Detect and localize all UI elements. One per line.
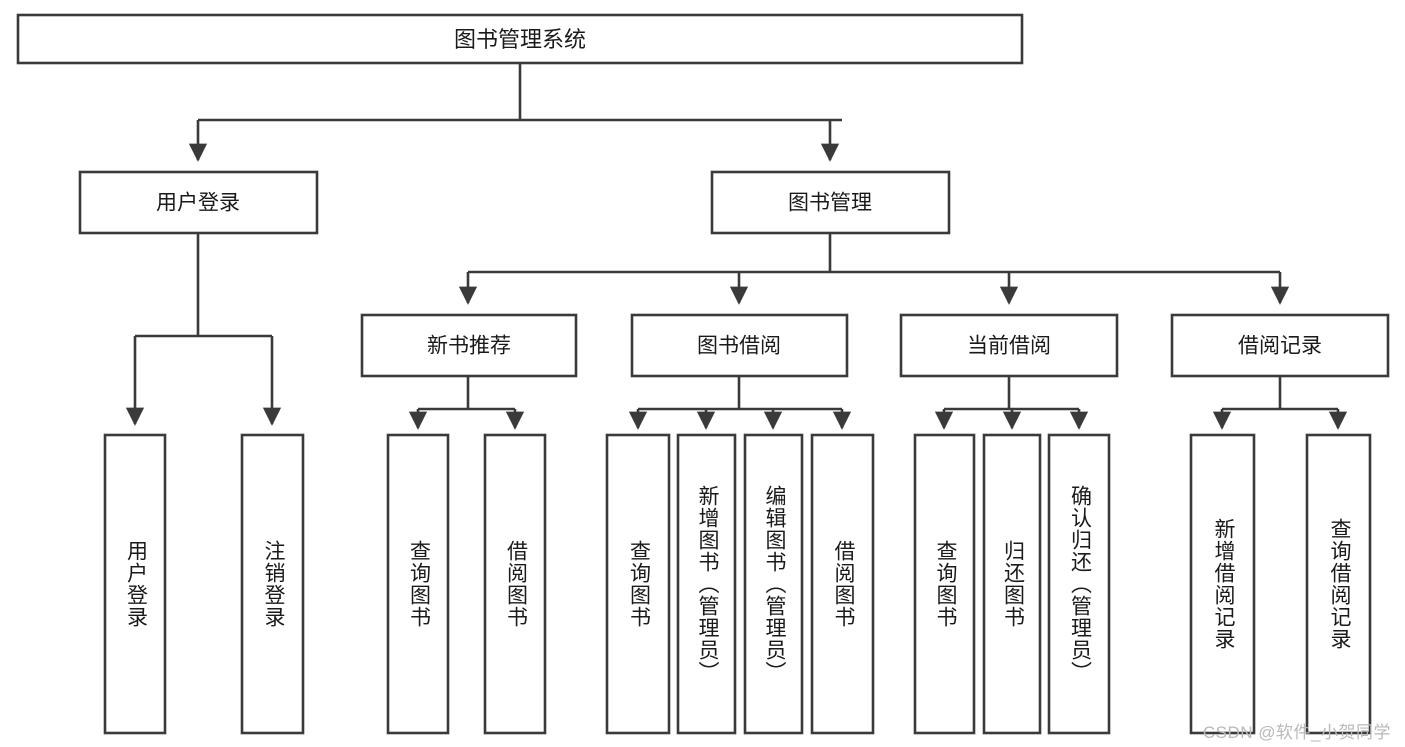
connector-user-login-to-leaves xyxy=(125,233,282,426)
connector-current-borrow-to-leaves xyxy=(934,376,1089,430)
leaf-box-user-login[interactable] xyxy=(103,433,167,735)
connector-borrow-record-to-leaves xyxy=(1212,376,1348,430)
connector-book-borrow-to-leaves xyxy=(628,376,852,430)
node-book-borrow[interactable]: 图书借阅 xyxy=(630,313,849,378)
node-book-borrow-label: 图书借阅 xyxy=(697,335,781,358)
connector-new-book-to-leaves xyxy=(408,376,525,430)
leaf-box-confirm-return[interactable] xyxy=(1047,433,1111,735)
node-borrow-record-label: 借阅记录 xyxy=(1238,335,1322,358)
leaf-box-query-book-1[interactable] xyxy=(386,433,450,735)
leaf-box-query-book-3[interactable] xyxy=(913,433,976,735)
node-book-management[interactable]: 图书管理 xyxy=(710,170,951,235)
leaf-box-add-record[interactable] xyxy=(1189,433,1256,735)
node-current-borrow[interactable]: 当前借阅 xyxy=(899,313,1119,378)
node-root-label: 图书管理系统 xyxy=(454,27,586,52)
connector-root-to-level2 xyxy=(188,63,842,162)
node-user-login-label: 用户登录 xyxy=(156,192,240,215)
leaf-boxes xyxy=(103,433,1372,735)
node-new-book-recommend[interactable]: 新书推荐 xyxy=(360,313,578,378)
node-borrow-record[interactable]: 借阅记录 xyxy=(1170,313,1390,378)
leaf-box-add-book[interactable] xyxy=(676,433,737,735)
leaf-box-return-book[interactable] xyxy=(982,433,1042,735)
node-book-management-label: 图书管理 xyxy=(788,192,872,215)
leaf-box-query-book-2[interactable] xyxy=(605,433,671,735)
leaf-box-logout[interactable] xyxy=(240,433,305,735)
connector-book-mgmt-to-level3 xyxy=(458,233,1290,305)
node-new-book-recommend-label: 新书推荐 xyxy=(427,335,511,358)
node-current-borrow-label: 当前借阅 xyxy=(967,335,1051,358)
node-user-login[interactable]: 用户登录 xyxy=(78,170,319,235)
node-root[interactable]: 图书管理系统 xyxy=(16,13,1024,65)
leaf-box-query-record[interactable] xyxy=(1305,433,1372,735)
leaf-box-borrow-book-2[interactable] xyxy=(810,433,875,735)
leaf-box-edit-book[interactable] xyxy=(743,433,804,735)
leaf-box-borrow-book-1[interactable] xyxy=(483,433,547,735)
